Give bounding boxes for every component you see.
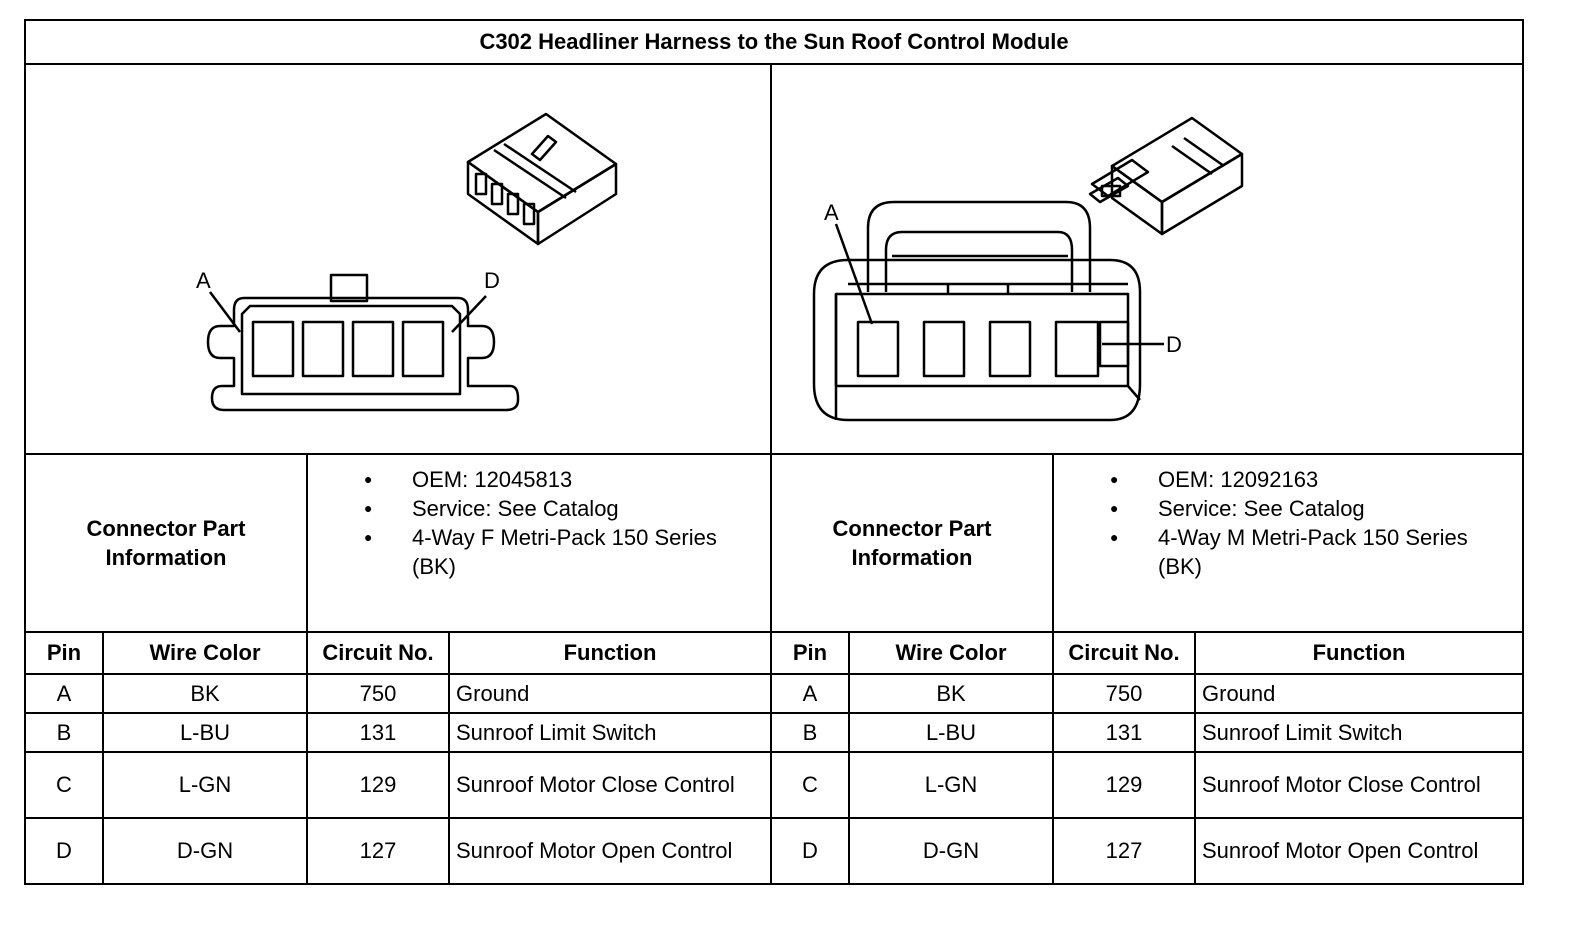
pin-cell: C — [770, 751, 850, 819]
connector-sheet: C302 Headliner Harness to the Sun Roof C… — [23, 19, 1525, 893]
circuit-cell: 129 — [306, 751, 450, 819]
function-cell: Sunroof Motor Close Control — [1193, 751, 1525, 819]
function-cell: Ground — [1193, 673, 1525, 714]
pin-cell: D — [24, 817, 104, 885]
circuit-cell: 750 — [306, 673, 450, 714]
function-cell: Sunroof Limit Switch — [1193, 712, 1525, 753]
wire-color-cell: D-GN — [848, 817, 1054, 885]
function-cell: Sunroof Motor Close Control — [448, 751, 772, 819]
table-row: C L-GN 129 Sunroof Motor Close Control C… — [24, 751, 1525, 819]
page-title: C302 Headliner Harness to the Sun Roof C… — [23, 19, 1525, 65]
pin-d-label: D — [1166, 332, 1182, 357]
wire-color-cell: L-BU — [848, 712, 1054, 753]
left-connector-part-label: Connector Part Information — [24, 453, 308, 633]
pin-a-label: A — [196, 268, 211, 293]
column-header: Pin — [24, 631, 104, 675]
right-connector-part-label: Connector Part Information — [770, 453, 1054, 633]
pin-d-label: D — [484, 268, 500, 293]
pin-cell: A — [24, 673, 104, 714]
function-cell: Sunroof Limit Switch — [448, 712, 772, 753]
info-item: 4-Way M Metri-Pack 150 Series (BK) — [1054, 523, 1522, 581]
right-connector-drawing: A D — [769, 63, 1525, 455]
column-header: Circuit No. — [306, 631, 450, 675]
circuit-cell: 131 — [1052, 712, 1196, 753]
right-connector-part-info: OEM: 12092163 Service: See Catalog 4-Way… — [1051, 453, 1525, 633]
female-connector-diagram: A D — [196, 112, 618, 412]
column-header: Function — [1193, 631, 1525, 675]
connector-table: C302 Headliner Harness to the Sun Roof C… — [23, 19, 1525, 885]
table-row: A BK 750 Ground A BK 750 Ground — [24, 673, 1525, 714]
pin-a-label: A — [824, 200, 839, 225]
pin-cell: B — [24, 712, 104, 753]
wire-color-cell: L-GN — [102, 751, 308, 819]
wire-color-cell: L-BU — [102, 712, 308, 753]
connector-3d-view-icon — [466, 112, 618, 246]
column-header: Function — [448, 631, 772, 675]
connector-face — [206, 273, 520, 412]
left-connector-part-info: OEM: 12045813 Service: See Catalog 4-Way… — [306, 453, 772, 633]
pin-cell: C — [24, 751, 104, 819]
circuit-cell: 129 — [1052, 751, 1196, 819]
info-item: 4-Way F Metri-Pack 150 Series (BK) — [308, 523, 770, 581]
column-header: Wire Color — [102, 631, 308, 675]
table-row: D D-GN 127 Sunroof Motor Open Control D … — [24, 817, 1525, 885]
info-item: OEM: 12092163 — [1054, 465, 1522, 494]
wire-color-cell: BK — [848, 673, 1054, 714]
circuit-cell: 127 — [1052, 817, 1196, 885]
info-item: OEM: 12045813 — [308, 465, 770, 494]
table-row: B L-BU 131 Sunroof Limit Switch B L-BU 1… — [24, 712, 1525, 753]
circuit-cell: 127 — [306, 817, 450, 885]
wire-color-cell: D-GN — [102, 817, 308, 885]
table-header-row: Pin Wire Color Circuit No. Function Pin … — [24, 631, 1525, 675]
connector-3d-view-icon — [1088, 116, 1244, 236]
column-header: Circuit No. — [1052, 631, 1196, 675]
column-header: Wire Color — [848, 631, 1054, 675]
left-connector-drawing: A D — [24, 63, 772, 455]
male-connector-diagram: A D — [812, 116, 1244, 422]
function-cell: Sunroof Motor Open Control — [448, 817, 772, 885]
pin-cell: D — [770, 817, 850, 885]
pin-cell: A — [770, 673, 850, 714]
circuit-cell: 750 — [1052, 673, 1196, 714]
column-header: Pin — [770, 631, 850, 675]
function-cell: Ground — [448, 673, 772, 714]
circuit-cell: 131 — [306, 712, 450, 753]
wire-color-cell: L-GN — [848, 751, 1054, 819]
info-item: Service: See Catalog — [308, 494, 770, 523]
function-cell: Sunroof Motor Open Control — [1193, 817, 1525, 885]
info-item: Service: See Catalog — [1054, 494, 1522, 523]
pin-cell: B — [770, 712, 850, 753]
wire-color-cell: BK — [102, 673, 308, 714]
